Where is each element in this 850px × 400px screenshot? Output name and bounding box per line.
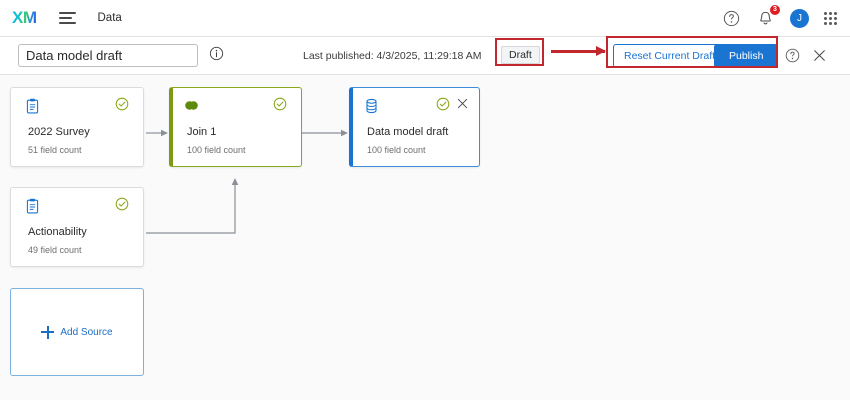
publish-button[interactable]: Publish <box>714 44 779 68</box>
nav-section-label: Data <box>97 12 122 24</box>
status-badge: Draft <box>501 46 540 64</box>
node-subtitle: 51 field count <box>28 145 82 155</box>
add-source-card[interactable]: Add Source <box>10 288 144 376</box>
clipboard-survey-icon <box>25 98 40 119</box>
plus-icon <box>41 325 55 339</box>
node-title: Data model draft <box>367 126 449 138</box>
top-navigation-bar: XM Data 3 J <box>0 0 850 37</box>
help-circle-icon[interactable] <box>722 9 741 28</box>
clipboard-survey-icon <box>25 198 40 219</box>
user-avatar[interactable]: J <box>790 8 809 28</box>
node-title: 2022 Survey <box>28 126 90 138</box>
close-x-icon[interactable] <box>456 97 469 115</box>
xm-logo[interactable]: XM <box>12 8 37 27</box>
node-join-1[interactable]: Join 1 100 field count <box>169 87 302 167</box>
node-actionability[interactable]: Actionability 49 field count <box>10 187 144 267</box>
node-connectors <box>146 129 348 234</box>
editor-toolbar: Last published: 4/3/2025, 11:29:18 AM Dr… <box>0 37 850 75</box>
data-model-canvas[interactable]: 2022 Survey 51 field count Join 1 100 fi… <box>0 75 850 400</box>
toolbar-help-circle-icon[interactable] <box>785 48 800 68</box>
data-model-title-input[interactable] <box>18 44 198 67</box>
notification-count-badge: 3 <box>770 4 780 15</box>
node-subtitle: 49 field count <box>28 245 82 255</box>
check-circle-icon <box>273 97 287 116</box>
hamburger-menu-icon[interactable] <box>58 12 76 24</box>
reset-current-draft-button[interactable]: Reset Current Draft <box>613 44 727 68</box>
check-circle-icon <box>115 197 129 216</box>
add-source-inner: Add Source <box>41 325 113 339</box>
last-published-text: Last published: 4/3/2025, 11:29:18 AM <box>303 49 482 62</box>
node-header <box>11 88 143 116</box>
node-data-model-draft[interactable]: Data model draft 100 field count <box>349 87 480 167</box>
node-header <box>353 88 479 116</box>
node-2022-survey[interactable]: 2022 Survey 51 field count <box>10 87 144 167</box>
nav-right-group: 3 J <box>722 4 837 28</box>
venn-join-icon <box>184 98 199 118</box>
database-icon <box>364 98 379 119</box>
node-subtitle: 100 field count <box>367 145 426 155</box>
close-editor-icon[interactable] <box>812 48 827 68</box>
node-title: Actionability <box>28 226 87 238</box>
grid-apps-icon[interactable] <box>824 11 837 25</box>
info-circle-icon[interactable] <box>209 46 224 66</box>
check-circle-icon <box>436 97 450 116</box>
node-header <box>173 88 301 116</box>
node-subtitle: 100 field count <box>187 145 246 155</box>
bell-icon[interactable]: 3 <box>756 4 780 28</box>
check-circle-icon <box>115 97 129 116</box>
node-title: Join 1 <box>187 126 217 138</box>
node-header <box>11 188 143 216</box>
add-source-label: Add Source <box>60 326 113 338</box>
